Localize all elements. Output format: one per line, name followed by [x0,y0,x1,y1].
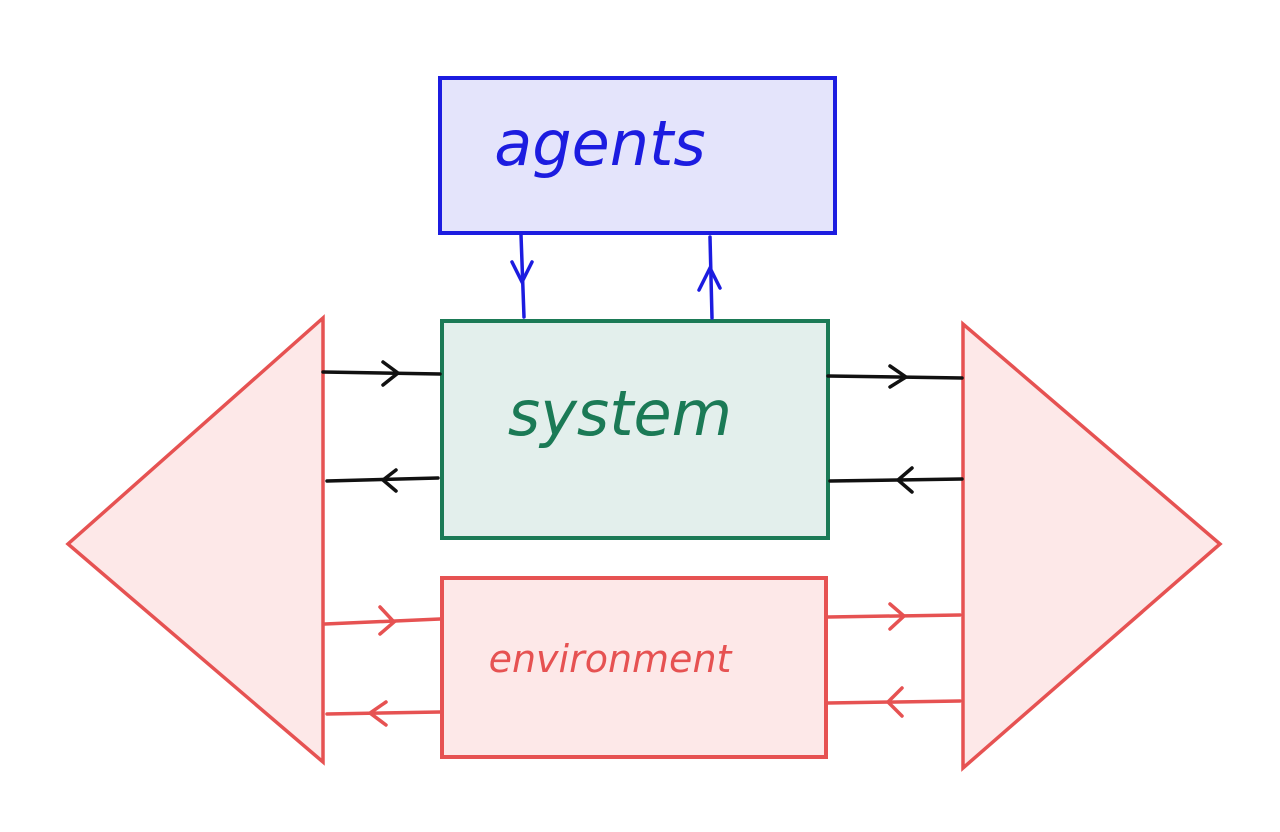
environment-to-left-arrow [325,700,442,727]
right-to-system-arrow [828,466,964,494]
system-to-left-arrow [325,468,440,493]
environment-label: environment [489,637,734,681]
environment-box: environment [440,576,828,759]
system-to-agents-arrow [697,235,722,320]
left-to-system-arrow [321,360,442,387]
system-to-right-arrow [826,364,964,389]
system-label: system [508,377,732,450]
environment-to-right-arrow [826,602,962,631]
system-box: system [440,319,830,540]
right-triangle-block [961,320,1223,772]
right-to-environment-arrow [826,686,962,718]
agents-box: agents [438,76,837,235]
left-triangle-block [65,314,325,766]
agents-to-system-arrow [510,233,534,319]
left-to-environment-arrow [323,605,442,636]
agents-label: agents [494,107,705,180]
